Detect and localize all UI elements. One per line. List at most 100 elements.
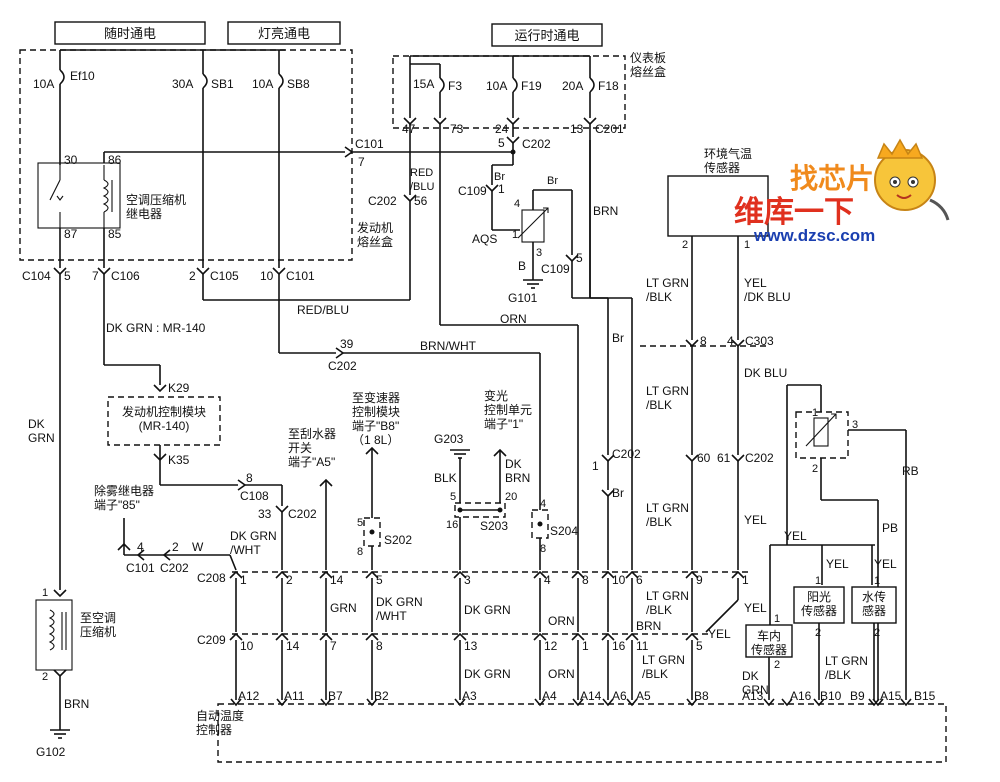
water-pin-2: 2 [874, 627, 880, 639]
svg-text:www.dzsc.com: www.dzsc.com [753, 226, 875, 245]
svg-text:F18: F18 [598, 79, 619, 93]
wire-brn-1: BRN [593, 204, 618, 218]
c208-arrow-3 [365, 570, 379, 579]
c208-pin-label: 8 [582, 573, 589, 587]
c209-arrow-8 [625, 632, 639, 641]
svg-text:维库一下: 维库一下 [734, 195, 854, 230]
s204: S204 [550, 524, 578, 538]
engine-fuse-box-label: 发动机熔丝盒 [357, 220, 393, 249]
controller-pin-label: A13 [742, 689, 764, 703]
wire-br-2: Br [547, 175, 558, 187]
c208-arrow-4 [453, 570, 467, 579]
c109-top-pin: 1 [498, 182, 505, 196]
ecm-box [107, 396, 221, 446]
wire-yel-2: YEL [784, 529, 807, 543]
controller-pin-arrow [454, 698, 466, 707]
c303-pin-8: 8 [700, 334, 707, 348]
controller-pin-arrow [686, 698, 698, 707]
controller-pin-arrow [230, 698, 242, 707]
cabin-sensor-label: 车内传感器 [751, 628, 787, 657]
controller-pin-label: B7 [328, 689, 343, 703]
c209-pin-label: 8 [376, 639, 383, 653]
svg-text:15A: 15A [413, 77, 434, 91]
fuse-sb8: 10A SB8 [252, 50, 310, 268]
wire-red-blu: RED/BLU [297, 303, 349, 317]
wire-lt-grn-blk-1: LT GRN/BLK [646, 276, 689, 304]
ambient-sensor-label: 环境气温传感器 [704, 146, 752, 175]
c209-pin-label: 13 [464, 639, 478, 653]
c101-b-pin: 10 [260, 269, 274, 283]
c209: C209 [197, 633, 226, 647]
aqs-pin-1: 1 [512, 229, 518, 241]
pot-pin-1: 1 [812, 407, 818, 419]
amb-pin-1: 1 [744, 239, 750, 251]
c208-arrow-6 [571, 570, 585, 579]
c208-pin-label: 3 [464, 573, 471, 587]
ground-g203-icon [450, 449, 470, 459]
c209-pin-label: 14 [286, 639, 300, 653]
c209-arrow-3 [365, 632, 379, 641]
fuse-sb1: 30A SB1 [172, 50, 234, 268]
s202-pin-5: 5 [357, 517, 363, 529]
wire-dk-blu: DK BLU [744, 366, 787, 380]
controller-pin-arrow [626, 698, 638, 707]
c208-pin-label: 1 [240, 573, 247, 587]
c105: C105 [210, 269, 239, 283]
s203-pin-5: 5 [450, 491, 456, 503]
c208-pin-label: 14 [330, 573, 344, 587]
power-header-lights: 灯亮通电 [227, 21, 341, 45]
c108: C108 [240, 489, 269, 503]
c101-c: C101 [126, 561, 155, 575]
defog-relay-label: 除雾继电器端子"85" [94, 483, 154, 512]
pot-pin-2: 2 [812, 463, 818, 475]
c104-pin: 5 [64, 269, 71, 283]
wire-yel-1: YEL [744, 513, 767, 527]
wire-lt-grn-blk-6: LT GRN/BLK [642, 653, 685, 681]
controller-pin-label: A5 [636, 689, 651, 703]
wire-yel-3: YEL [826, 557, 849, 571]
s203: S203 [480, 519, 508, 533]
wire-yel-5: YEL [744, 601, 767, 615]
pot-pin-3: 3 [852, 419, 858, 431]
wire-dk-grn-1: DK GRN [464, 603, 511, 617]
svg-text:F19: F19 [521, 79, 542, 93]
c202-39: C202 [328, 359, 357, 373]
svg-text:F3: F3 [448, 79, 462, 93]
svg-text:30A: 30A [172, 77, 193, 91]
ground-g203: G203 [434, 432, 464, 446]
power-header-always: 随时通电 [54, 21, 206, 45]
controller-pin-label: B10 [820, 689, 842, 703]
cabin-pin-2: 2 [774, 659, 780, 671]
controller-pin-arrow [813, 698, 825, 707]
controller-pin-arrow [572, 698, 584, 707]
c109-5-pin: 5 [576, 251, 583, 265]
c209-arrow-7 [601, 632, 615, 641]
svg-text:10A: 10A [486, 79, 507, 93]
fuse-f18: 20A F18 [562, 56, 619, 118]
wire-w: W [192, 540, 204, 554]
wire-dk-grn-mr140: DK GRN : MR-140 [106, 321, 206, 335]
controller-label: 自动温度控制器 [196, 708, 244, 737]
compressor-label: 至空调压缩机 [80, 611, 116, 639]
water-sensor [851, 586, 897, 624]
c201: C201 [595, 122, 624, 136]
svg-text:运行时通电: 运行时通电 [514, 28, 579, 43]
c208-arrow-8 [625, 570, 639, 579]
aqs-sensor [517, 207, 549, 243]
k35: K35 [168, 453, 190, 467]
c209-arrow-1 [275, 632, 289, 641]
wire-lt-grn-blk-2: LT GRN/BLK [646, 384, 689, 412]
comp-pin-1: 1 [42, 587, 48, 599]
c101-top-pin: 7 [358, 155, 365, 169]
ground-g102: G102 [36, 745, 66, 759]
controller-pin-label: B8 [694, 689, 709, 703]
c105-pin: 2 [189, 269, 196, 283]
controller-pin-arrow [868, 698, 880, 707]
fuse-f3: 15A F3 [409, 56, 462, 118]
svg-text:20A: 20A [562, 79, 583, 93]
c202-5: C202 [522, 137, 551, 151]
